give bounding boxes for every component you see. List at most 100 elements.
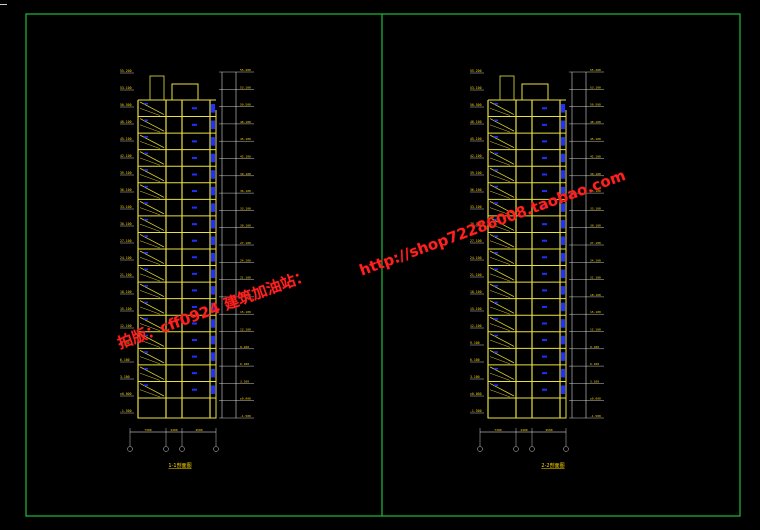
window — [211, 368, 215, 378]
elevation-label: -1.500 — [120, 409, 132, 413]
stair-window — [494, 152, 498, 155]
stair-window — [144, 301, 148, 304]
dimension-text: 18.100 — [590, 293, 601, 297]
stair-window — [144, 318, 148, 320]
stair-window — [144, 235, 148, 237]
dimension-text: 50.500 — [240, 103, 251, 107]
elevation-label: 12.100 — [120, 324, 132, 328]
elevation-label: 12.100 — [470, 324, 482, 328]
door-mark — [542, 239, 547, 242]
dimension-text: 12.100 — [240, 328, 251, 332]
dimension-text: -1.500 — [240, 414, 251, 418]
window — [561, 137, 565, 146]
stair-window — [494, 367, 498, 370]
stair-rail — [139, 273, 161, 282]
door-mark — [542, 206, 547, 209]
window — [211, 385, 215, 394]
window — [561, 186, 565, 196]
dimension-text: 39.100 — [240, 172, 251, 176]
roof-machine-room — [521, 83, 549, 101]
axis-bubble — [179, 446, 185, 452]
stair-rail — [139, 124, 161, 133]
window — [561, 385, 565, 394]
axis-bubble — [477, 446, 483, 452]
elevation-label: ±0.000 — [120, 392, 132, 396]
door-mark — [542, 272, 547, 275]
section-title-2: 2-2剖面图 — [541, 462, 564, 469]
door-mark — [542, 140, 547, 143]
elevation-label: 42.100 — [470, 154, 482, 158]
window — [561, 302, 565, 312]
stair-window — [144, 252, 148, 254]
window — [561, 236, 565, 245]
bottom-dimension-text: 4500 — [195, 428, 202, 432]
dimension-text: 30.100 — [240, 224, 251, 228]
stair-window — [144, 152, 148, 155]
stair-rail — [489, 273, 511, 282]
door-mark — [192, 206, 197, 209]
elevation-label: 33.100 — [470, 205, 482, 209]
stair-rail — [489, 157, 511, 166]
elevation-label: 3.100 — [470, 375, 480, 379]
stair-rail — [139, 190, 161, 199]
window — [211, 186, 215, 196]
stair-window — [144, 285, 148, 287]
door-mark — [192, 123, 197, 126]
door-mark — [542, 173, 547, 176]
window — [211, 120, 215, 130]
crosshair-marker — [0, 4, 7, 5]
dimension-text: 53.100 — [240, 85, 251, 89]
dimension-text: 33.100 — [240, 206, 251, 210]
window — [561, 269, 565, 279]
elevation-label: 55.200 — [120, 69, 132, 73]
dimension-text: 27.100 — [590, 241, 601, 245]
dimension-text: ±0.000 — [240, 397, 251, 401]
stair-rail — [489, 372, 511, 381]
dimension-text: 45.100 — [240, 137, 251, 141]
elevation-label: 27.100 — [120, 239, 132, 243]
bottom-dimension-text: 2400 — [170, 428, 177, 432]
stair-rail — [489, 124, 511, 133]
elevation-label: 53.100 — [470, 86, 482, 90]
stair-window — [494, 384, 498, 386]
stair-rail — [139, 389, 161, 398]
elevation-label: -1.500 — [470, 409, 482, 413]
stair-window — [494, 136, 498, 138]
stair-window — [144, 202, 148, 204]
window — [211, 203, 215, 212]
dimension-text: 39.100 — [590, 172, 601, 176]
drawing-frame — [25, 13, 741, 517]
section-title-1: 1-1剖面图 — [168, 462, 191, 469]
stair-window — [144, 384, 148, 386]
window — [561, 368, 565, 378]
door-mark — [192, 289, 197, 292]
dimension-text: 18.100 — [240, 293, 251, 297]
door-mark — [192, 156, 197, 159]
stair-window — [144, 169, 148, 171]
dimension-text: ±0.000 — [590, 397, 601, 401]
window — [211, 269, 215, 279]
window — [561, 104, 565, 113]
window — [211, 153, 215, 163]
elevation-label: 21.100 — [470, 273, 482, 277]
axis-bubble — [563, 446, 569, 452]
door-mark — [542, 355, 547, 358]
door-mark — [192, 388, 197, 391]
stair-rail — [489, 108, 511, 116]
axis-bubble — [513, 446, 519, 452]
door-mark — [192, 223, 197, 226]
window — [561, 219, 565, 229]
elevation-label: 53.100 — [120, 86, 132, 90]
bottom-dimension-text: 2400 — [520, 428, 527, 432]
stair-window — [494, 235, 498, 237]
stair-rail — [139, 240, 161, 249]
stair-window — [494, 218, 498, 221]
stair-window — [144, 185, 148, 188]
window — [561, 253, 565, 262]
window — [561, 286, 565, 295]
dimension-text: 3.100 — [590, 379, 599, 383]
axis-bubble — [529, 446, 535, 452]
elevation-label: 6.100 — [120, 358, 130, 362]
dimension-text: 36.100 — [590, 189, 601, 193]
